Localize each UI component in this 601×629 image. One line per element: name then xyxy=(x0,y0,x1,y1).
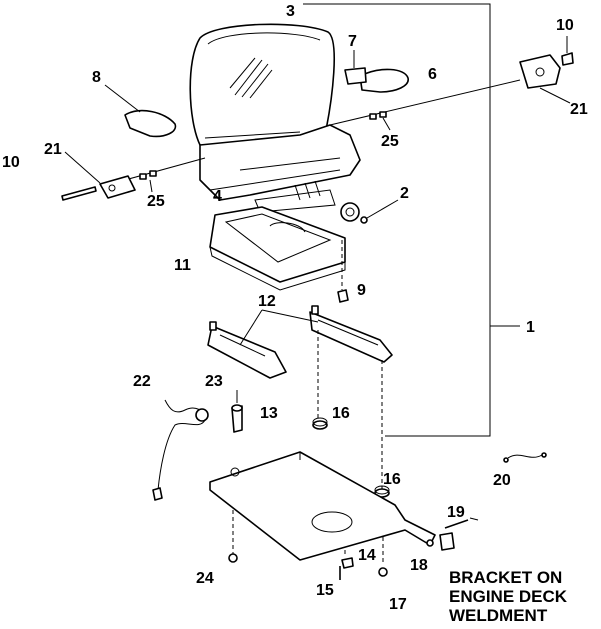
callout-4: 4 xyxy=(213,188,222,205)
clip xyxy=(337,240,349,303)
seat-belt-line xyxy=(124,79,521,181)
callout-8: 8 xyxy=(92,69,101,86)
callout-25-left: 25 xyxy=(147,193,165,210)
nut-17 xyxy=(378,567,388,577)
callout-9: 9 xyxy=(357,282,366,299)
callout-7: 7 xyxy=(348,33,357,50)
callout-2: 2 xyxy=(400,185,409,202)
callout-22: 22 xyxy=(133,373,151,390)
callout-17: 17 xyxy=(389,596,407,613)
seat-mount-plate xyxy=(209,451,436,561)
callout-14: 14 xyxy=(358,547,376,564)
nut-18 xyxy=(426,539,434,547)
rail-leaders xyxy=(239,309,319,346)
right-seat-rail xyxy=(309,305,393,363)
callout-21-right: 21 xyxy=(570,101,588,118)
right-bolt xyxy=(561,36,574,66)
spacer-upper xyxy=(312,417,328,430)
callout-20: 20 xyxy=(493,472,511,489)
right-armrest-pad xyxy=(359,68,409,93)
callout-15: 15 xyxy=(316,582,334,599)
callout-16-upper: 16 xyxy=(332,405,350,422)
callout-23: 23 xyxy=(205,373,223,390)
left-belt-buckle xyxy=(64,151,136,199)
seat-base xyxy=(199,124,361,213)
assembly-bracket-1 xyxy=(303,3,520,437)
callout-10-left: 10 xyxy=(2,154,20,171)
callout-18: 18 xyxy=(410,557,428,574)
left-armrest-pad xyxy=(104,84,177,138)
wire-jumper xyxy=(503,452,547,463)
note-line-3: WELDMENT xyxy=(449,606,548,625)
right-spacers xyxy=(369,111,391,131)
left-bolt xyxy=(61,186,97,201)
callout-10-right: 10 xyxy=(556,17,574,34)
bracket-on-engine-deck xyxy=(439,532,455,551)
nut-24 xyxy=(228,553,238,563)
armrest-bracket xyxy=(344,50,367,85)
callout-3: 3 xyxy=(286,3,295,20)
right-belt-retractor xyxy=(519,54,571,104)
callout-25-right: 25 xyxy=(381,133,399,150)
callout-16-lower: 16 xyxy=(383,471,401,488)
seat-pan-tray xyxy=(209,206,346,291)
seat-switch xyxy=(231,390,243,433)
seat-back-cushion xyxy=(189,23,336,151)
callout-19: 19 xyxy=(447,504,465,521)
note-line-1: BRACKET ON xyxy=(449,568,562,587)
adjustment-knob xyxy=(340,199,399,224)
clip-14 xyxy=(341,557,354,569)
left-seat-rail xyxy=(207,321,287,379)
callout-1: 1 xyxy=(526,319,535,336)
note-line-2: ENGINE DECK xyxy=(449,587,568,606)
callout-11: 11 xyxy=(174,257,191,274)
left-spacers xyxy=(139,170,157,193)
callout-13: 13 xyxy=(260,405,278,422)
bolt-19 xyxy=(444,517,479,529)
callout-12: 12 xyxy=(258,293,276,310)
callout-21-left: 21 xyxy=(44,141,62,158)
callout-24: 24 xyxy=(196,570,214,587)
callout-6: 6 xyxy=(428,66,437,83)
wire-harness xyxy=(152,399,209,501)
